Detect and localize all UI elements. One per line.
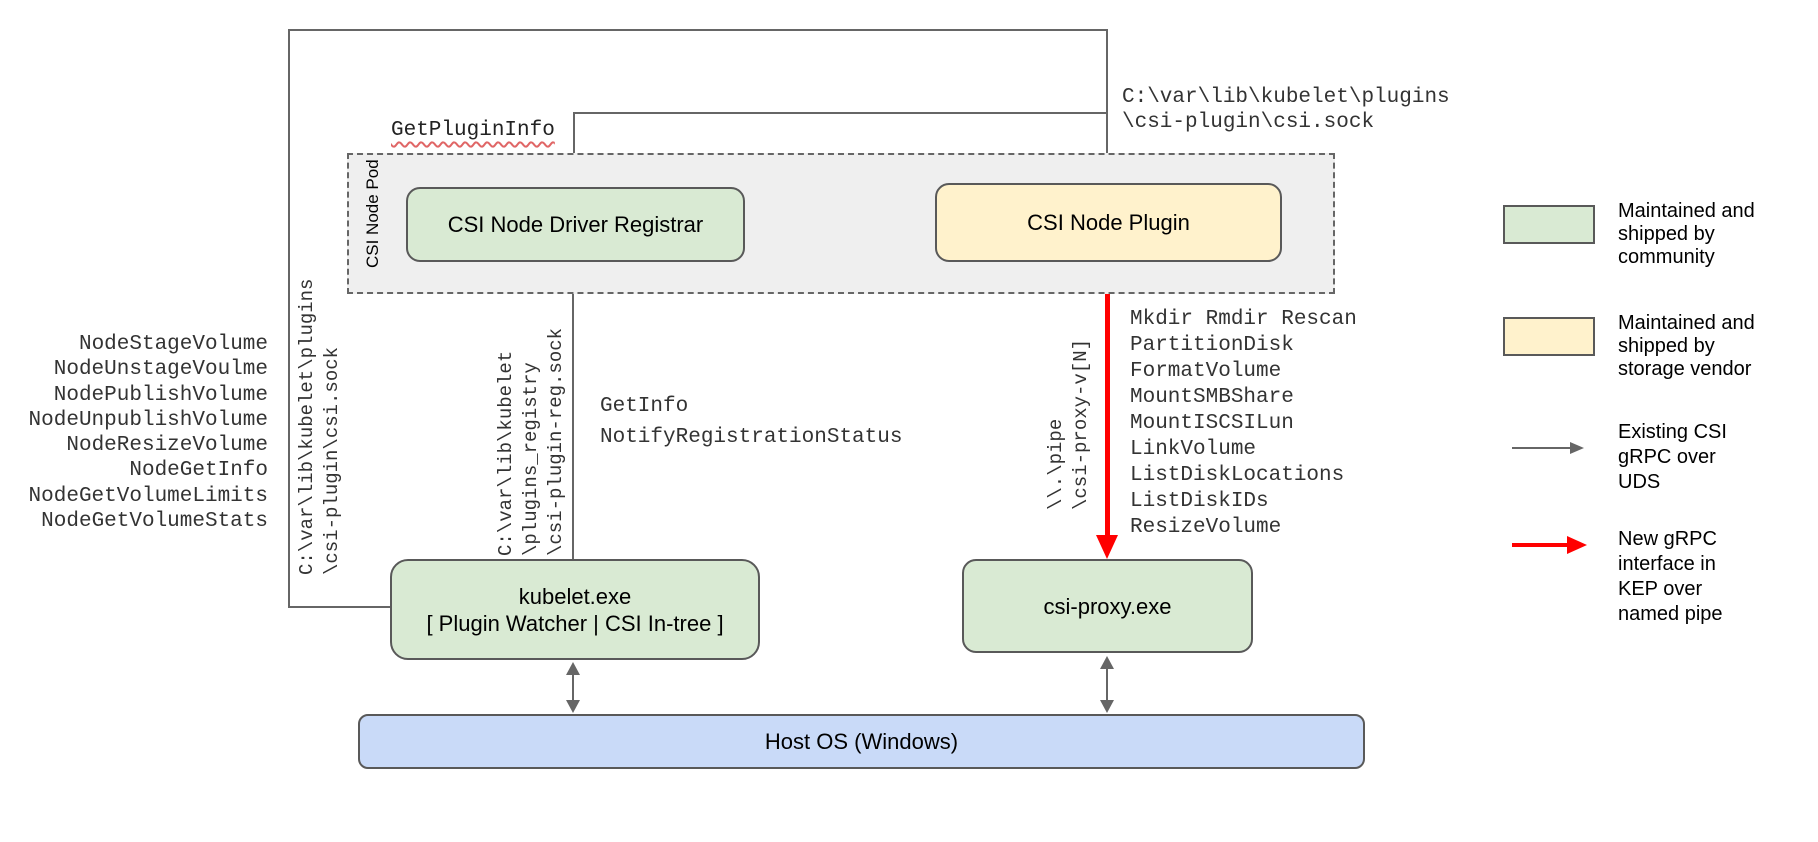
host-os-box: Host OS (Windows) xyxy=(358,714,1365,769)
list-item: ListDiskIDs xyxy=(1130,490,1269,513)
list-item: NodeGetInfo xyxy=(129,459,268,483)
list-item: NodePublishVolume xyxy=(53,383,268,407)
kubelet-to-registrar-line xyxy=(572,277,574,559)
named-pipe-rotated-label: \\.\pipe \csi-proxy-v[N] xyxy=(1045,338,1092,510)
legend-community-text: Maintained and shipped by community xyxy=(1618,200,1755,268)
registry-sock-path-rotated-label: C:\var\lib\kubelet \plugins_registry \cs… xyxy=(495,327,567,556)
list-item: ResizeVolume xyxy=(1130,516,1282,539)
legend-gray-arrow-line xyxy=(1512,447,1572,449)
legend-vendor-swatch xyxy=(1503,317,1595,356)
registration-calls-label: GetInfo NotifyRegistrationStatus xyxy=(600,395,903,449)
kubelet-label: kubelet.exe [ Plugin Watcher | CSI In-tr… xyxy=(426,583,724,636)
registrar-to-plugin-horizontal-line xyxy=(574,112,1106,114)
list-item: NodeGetVolumeStats xyxy=(41,510,268,534)
legend-community-swatch xyxy=(1503,205,1595,244)
legend-vendor-text: Maintained and shipped by storage vendor xyxy=(1618,312,1755,380)
proxy-host-arrowhead-up-icon xyxy=(1100,656,1114,669)
csi-node-driver-registrar-box: CSI Node Driver Registrar xyxy=(406,187,745,262)
host-os-label: Host OS (Windows) xyxy=(764,729,959,754)
proxy-host-line xyxy=(1106,668,1108,700)
legend-red-arrow-line xyxy=(1512,543,1570,547)
kubelet-box: kubelet.exe [ Plugin Watcher | CSI In-tr… xyxy=(390,559,760,660)
list-item: NodeStageVolume xyxy=(78,333,268,356)
kubelet-host-arrowhead-down-icon xyxy=(566,700,580,713)
list-item: MountISCSILun xyxy=(1130,412,1294,435)
kubelet-to-plugin-bottom-elbow-line xyxy=(288,606,390,608)
plugin-incoming-vertical-line xyxy=(1106,29,1108,169)
list-item: NodeUnpublishVolume xyxy=(28,408,268,432)
csi-node-pod-label: CSI Node Pod xyxy=(363,159,382,268)
legend-new-grpc-text: New gRPC interface in KEP over named pip… xyxy=(1618,528,1723,625)
list-item: FormatVolume xyxy=(1130,360,1282,383)
get-plugin-info-label: GetPluginInfo xyxy=(391,119,555,142)
kubelet-host-arrowhead-up-icon xyxy=(566,662,580,675)
list-item: NodeGetVolumeLimits xyxy=(28,484,268,508)
csi-node-plugin-box: CSI Node Plugin xyxy=(935,183,1282,262)
list-item: ListDiskLocations xyxy=(1130,464,1345,487)
red-arrowhead-into-proxy-icon xyxy=(1096,535,1118,559)
csi-sock-path-top-label: C:\var\lib\kubelet\plugins \csi-plugin\c… xyxy=(1122,86,1450,134)
kubelet-host-line xyxy=(572,674,574,700)
list-item: PartitionDisk xyxy=(1130,334,1294,357)
csi-proxy-label: csi-proxy.exe xyxy=(1043,593,1172,619)
legend-gray-arrowhead-icon xyxy=(1570,442,1584,454)
legend-red-arrowhead-icon xyxy=(1567,536,1587,554)
registrar-riser-line xyxy=(573,112,575,187)
list-item: NodeUnstageVoulme xyxy=(53,358,268,382)
kubelet-to-plugin-left-vertical-line xyxy=(288,29,290,608)
plugin-to-proxy-red-line xyxy=(1105,262,1110,535)
csi-proxy-box: csi-proxy.exe xyxy=(962,559,1253,653)
list-item: MountSMBShare xyxy=(1130,386,1294,409)
list-item: Mkdir Rmdir Rescan xyxy=(1130,308,1357,331)
list-item: LinkVolume xyxy=(1130,438,1257,461)
kubelet-to-plugin-top-horizontal-line xyxy=(288,29,1108,31)
csi-sock-path-rotated-label: C:\var\lib\kubelet\plugins \csi-plugin\c… xyxy=(296,278,343,575)
csi-node-plugin-label: CSI Node Plugin xyxy=(1027,210,1190,235)
csi-node-driver-registrar-label: CSI Node Driver Registrar xyxy=(447,212,704,237)
legend-existing-grpc-text: Existing CSI gRPC over UDS xyxy=(1618,421,1727,493)
proxy-host-arrowhead-down-icon xyxy=(1100,700,1114,713)
list-item: NodeResizeVolume xyxy=(66,434,268,458)
